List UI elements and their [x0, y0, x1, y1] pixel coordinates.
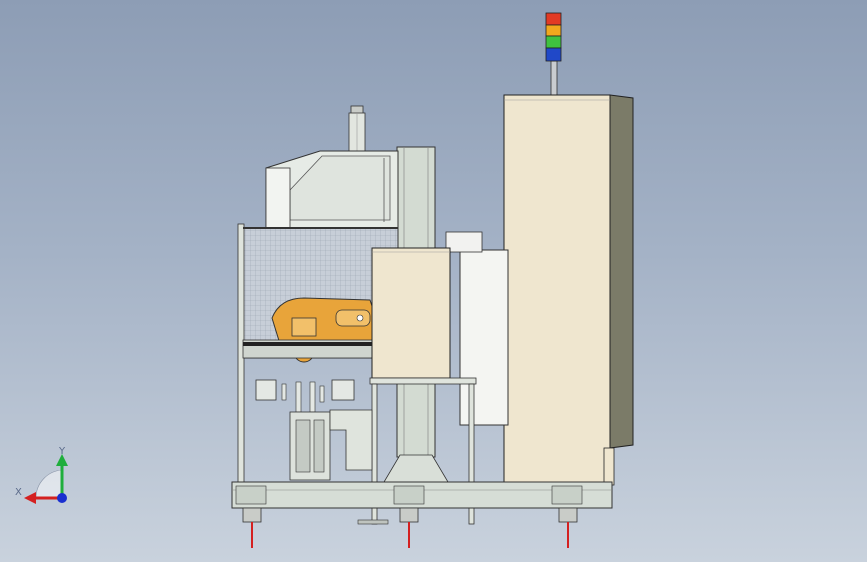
- coordinate-triad: Y X: [15, 446, 68, 504]
- signal-tower: [545, 12, 562, 96]
- tower-light-blue: [545, 47, 562, 62]
- y-arrow-head: [56, 454, 68, 466]
- leveling-foot-center: [399, 507, 419, 548]
- main-cabinet: [503, 94, 634, 486]
- y-axis-label: Y: [58, 446, 66, 457]
- tower-light-red: [545, 12, 562, 26]
- base-frame: [231, 481, 613, 509]
- leveling-foot-right: [558, 507, 578, 548]
- x-arrow-head: [24, 492, 36, 504]
- top-cylinder: [348, 105, 366, 152]
- cabinet-stand: [357, 377, 477, 525]
- leveling-foot-left: [242, 507, 262, 548]
- back-panel: [459, 249, 509, 426]
- lower-mechanism: [255, 379, 449, 483]
- z-axis-dot: [57, 493, 67, 503]
- control-box: [445, 231, 483, 253]
- front-cabinet: [371, 247, 451, 379]
- worktable-rail: [243, 342, 378, 346]
- x-axis-label: X: [15, 487, 22, 498]
- upper-hood: [265, 150, 399, 229]
- tower-light-green: [545, 35, 562, 49]
- tower-light-amber: [545, 24, 562, 37]
